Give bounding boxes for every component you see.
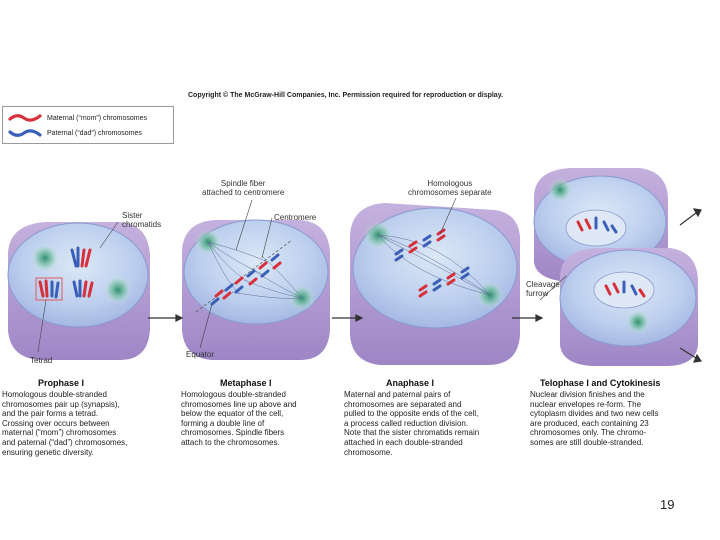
page-number: 19 (660, 497, 674, 512)
label-tetrad: Tetrad (30, 356, 52, 365)
label-equator: Equator (186, 350, 214, 359)
telophase-cells (534, 168, 698, 366)
phase-desc-telophase: Nuclear division finishes and the nuclea… (530, 390, 710, 448)
centrosome (626, 310, 650, 334)
phase-desc-anaphase: Maternal and paternal pairs of chromosom… (344, 390, 524, 457)
label-spindle-fiber: Spindle fiber attached to centromere (202, 179, 284, 197)
phase-desc-metaphase: Homologous double-stranded chromosomes l… (181, 390, 341, 448)
centrosome (548, 178, 572, 202)
centrosome (104, 276, 132, 304)
prophase-cell (8, 222, 150, 360)
phase-title-telophase: Telophase I and Cytokinesis (540, 378, 660, 388)
label-cleavage-furrow: Cleavage furrow (526, 280, 560, 298)
phase-desc-prophase: Homologous double-stranded chromosomes p… (2, 390, 177, 457)
metaphase-cell (182, 220, 330, 360)
phase-title-metaphase: Metaphase I (220, 378, 272, 388)
label-centromere: Centromere (274, 213, 316, 222)
label-homologous-separate: Homologous chromosomes separate (408, 179, 492, 197)
anaphase-cell (350, 203, 520, 365)
label-sister-chromatids: Sister chromatids (122, 211, 161, 229)
centrosome (31, 244, 59, 272)
phase-title-anaphase: Anaphase I (386, 378, 434, 388)
phase-title-prophase: Prophase I (38, 378, 84, 388)
